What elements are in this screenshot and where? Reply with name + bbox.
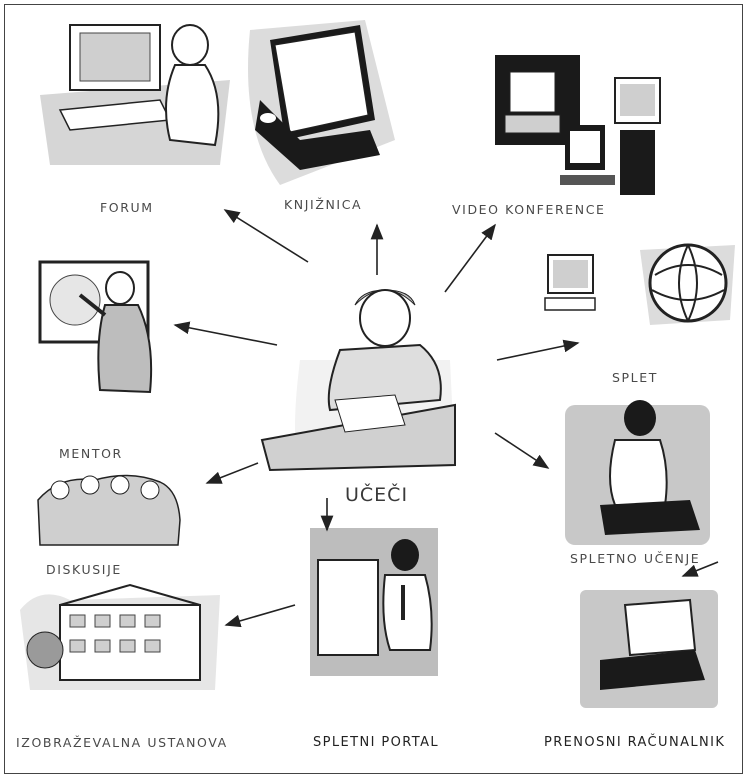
video-conference-illustration <box>495 55 661 195</box>
label-learner: UČEČI <box>345 484 409 506</box>
label-laptop: PRENOSNI RAČUNALNIK <box>544 735 726 750</box>
figure-frame <box>4 4 743 774</box>
arrow-to-mentor <box>173 321 278 346</box>
mentor-illustration <box>38 260 153 394</box>
discussion-illustration <box>37 474 181 546</box>
e-learning-illustration <box>565 400 710 545</box>
library-illustration <box>248 20 395 185</box>
web-portal-illustration <box>310 528 438 676</box>
label-web: SPLET <box>612 370 658 385</box>
laptop-illustration <box>580 590 718 708</box>
label-e-learning: SPLETNO UČENJE <box>570 551 701 566</box>
arrow-to-forum <box>223 209 309 263</box>
arrow-to-institution <box>224 604 296 628</box>
label-mentor: MENTOR <box>59 446 123 461</box>
arrow-to-video <box>444 223 496 293</box>
label-library: KNJIŽNICA <box>284 197 363 212</box>
label-forum: FORUM <box>100 200 154 215</box>
label-video-conference: VIDEO KONFERENCE <box>452 202 606 217</box>
web-illustration <box>544 243 735 325</box>
arrows <box>173 209 719 628</box>
label-discussion: DISKUSIJE <box>46 562 122 577</box>
forum-illustration <box>40 24 230 165</box>
arrow-to-laptop <box>681 561 719 577</box>
arrow-to-discussion <box>205 462 259 484</box>
arrow-to-web <box>496 339 580 361</box>
label-institution: IZOBRAŽEVALNA USTANOVA <box>16 735 228 750</box>
arrow-to-e-learning <box>494 432 550 469</box>
label-web-portal: SPLETNI PORTAL <box>313 735 440 750</box>
institution-illustration <box>20 583 220 690</box>
learner-illustration <box>260 289 456 472</box>
